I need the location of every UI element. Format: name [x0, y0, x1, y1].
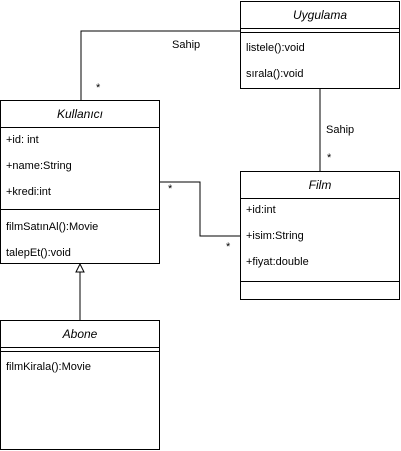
class-name: Uygulama [241, 2, 399, 29]
class-name: Abone [1, 321, 159, 348]
attribute: +id: int [6, 134, 39, 146]
method: listele():void [246, 42, 305, 54]
method: talepEt():void [6, 247, 71, 259]
multiplicity-label: * [96, 82, 101, 94]
multiplicity-label: * [226, 241, 231, 253]
class-film[interactable]: Film +id:int +isim:String +fiyat:double [240, 171, 400, 300]
divider [241, 281, 399, 282]
divider [241, 32, 399, 33]
attribute: +fiyat:double [246, 256, 309, 268]
association-kullanici-film [160, 181, 240, 237]
class-name: Film [241, 172, 399, 199]
attribute: +name:String [6, 160, 72, 172]
class-kullanici[interactable]: Kullanıcı +id: int +name:String +kredi:i… [0, 100, 160, 264]
divider [1, 351, 159, 352]
generalization-arrowhead [75, 262, 85, 273]
association-uygulama-kullanici [80, 30, 240, 100]
attribute: +id:int [246, 204, 276, 216]
divider [1, 209, 159, 210]
class-abone[interactable]: Abone filmKirala():Movie [0, 320, 160, 450]
attribute: +isim:String [246, 230, 304, 242]
attribute: +kredi:int [6, 186, 51, 198]
association-label-sahip-1: Sahip [172, 39, 201, 51]
multiplicity-label: * [327, 152, 332, 164]
multiplicity-label: * [168, 183, 173, 195]
method: filmKirala():Movie [6, 361, 91, 373]
method: sırala():void [246, 68, 304, 80]
method: filmSatınAl():Movie [6, 221, 99, 233]
class-name: Kullanıcı [1, 101, 159, 128]
class-uygulama[interactable]: Uygulama listele():void sırala():void [240, 1, 400, 89]
association-label-sahip-2: Sahip [326, 124, 355, 136]
